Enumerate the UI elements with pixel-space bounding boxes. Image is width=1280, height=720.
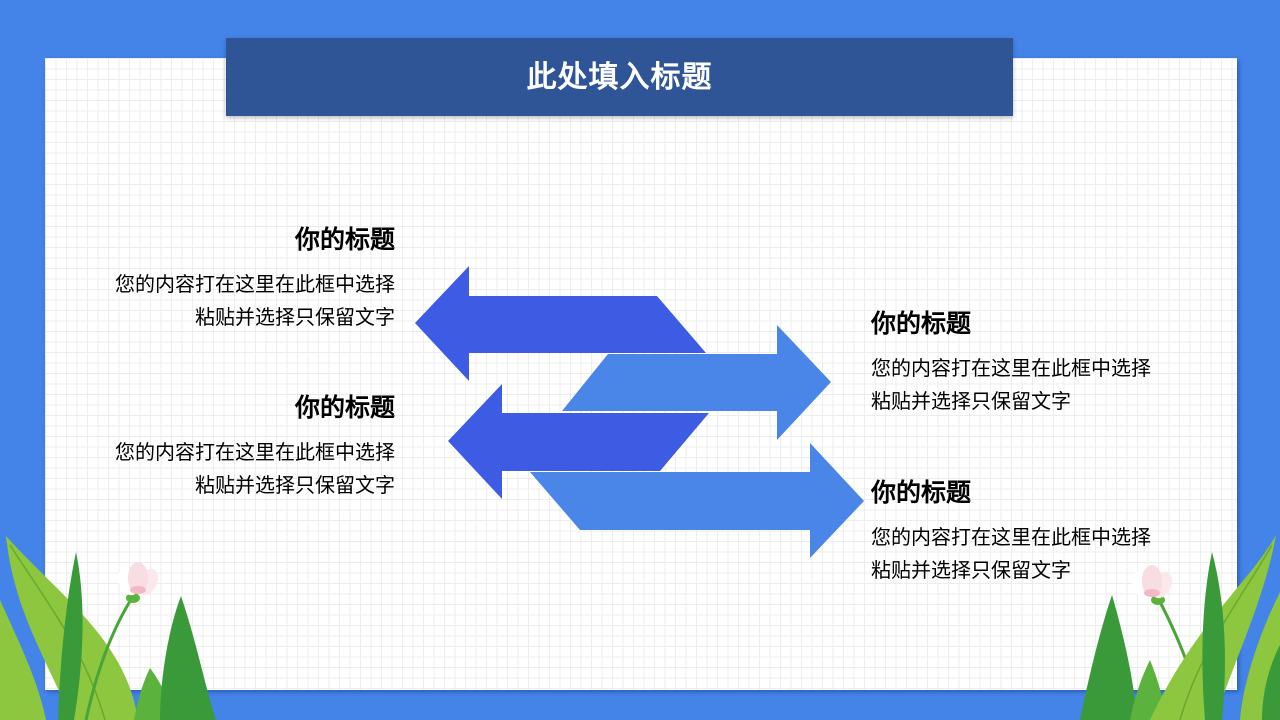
text-block-left-top: 你的标题 您的内容打在这里在此框中选择 粘贴并选择只保留文字 — [55, 225, 395, 335]
leaf — [1240, 592, 1280, 720]
block-title: 你的标题 — [871, 310, 972, 338]
block-title: 你的标题 — [294, 226, 395, 254]
block-body-line: 您的内容打在这里在此框中选择 — [871, 358, 1151, 380]
block-title: 你的标题 — [294, 394, 395, 422]
block-body-line: 您的内容打在这里在此框中选择 — [115, 442, 395, 464]
slide-title: 此处填入标题 — [526, 61, 713, 94]
leaf — [1262, 645, 1280, 720]
slide-title-banner: 此处填入标题 — [226, 38, 1013, 116]
text-block-right-bottom: 你的标题 您的内容打在这里在此框中选择 粘贴并选择只保留文字 — [871, 478, 1211, 588]
leaf — [0, 600, 46, 720]
block-body: 您的内容打在这里在此框中选择 粘贴并选择只保留文字 — [55, 269, 395, 335]
block-body-line: 粘贴并选择只保留文字 — [195, 307, 395, 329]
block-body-line: 您的内容打在这里在此框中选择 — [871, 527, 1151, 549]
block-body: 您的内容打在这里在此框中选择 粘贴并选择只保留文字 — [55, 437, 395, 503]
block-body: 您的内容打在这里在此框中选择 粘贴并选择只保留文字 — [871, 522, 1211, 588]
block-body-line: 粘贴并选择只保留文字 — [871, 560, 1071, 582]
block-body-line: 您的内容打在这里在此框中选择 — [115, 274, 395, 296]
block-body-line: 粘贴并选择只保留文字 — [871, 391, 1071, 413]
block-body-line: 粘贴并选择只保留文字 — [195, 475, 395, 497]
text-block-right-top: 你的标题 您的内容打在这里在此框中选择 粘贴并选择只保留文字 — [871, 309, 1211, 419]
block-body: 您的内容打在这里在此框中选择 粘贴并选择只保留文字 — [871, 353, 1211, 419]
text-block-left-bottom: 你的标题 您的内容打在这里在此框中选择 粘贴并选择只保留文字 — [55, 393, 395, 503]
block-title: 你的标题 — [871, 479, 972, 507]
